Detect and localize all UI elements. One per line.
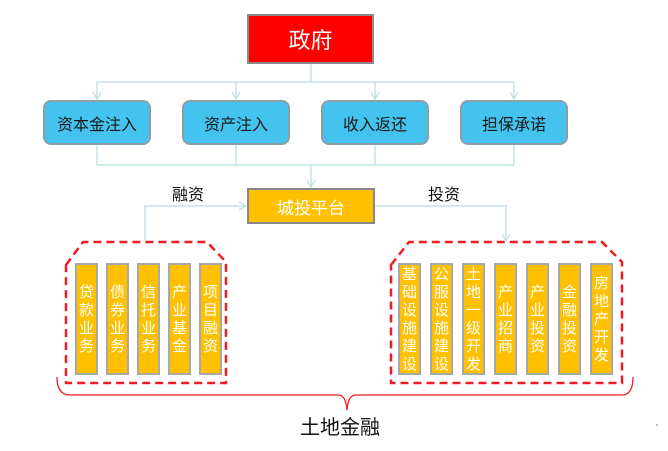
- investment-flow-label: 投资: [428, 185, 461, 204]
- financing-flow-label: 融资: [172, 185, 205, 204]
- investment-item-label: 基础设施建设: [401, 265, 417, 373]
- investment-item-label: 公服设施建设: [433, 265, 449, 373]
- government-node: 政府: [247, 14, 374, 64]
- stray-dot: [656, 424, 658, 426]
- investment-item: 基础设施建设: [398, 263, 421, 375]
- investment-item-label: 金融投资: [561, 283, 577, 355]
- financing-item: 债券业务: [106, 263, 129, 375]
- land-finance-brace: [56, 376, 634, 411]
- financing-item-label: 债券业务: [109, 283, 125, 355]
- mechanism-label: 资本金注入: [56, 114, 137, 134]
- investment-item: 土地一级开发: [462, 263, 485, 375]
- financing-group-outline: [64, 240, 228, 385]
- financing-item-label: 产业基金: [171, 283, 187, 355]
- investment-item-label: 产业投资: [529, 283, 545, 355]
- mechanism-capital-injection: 资本金注入: [43, 100, 151, 145]
- platform-node: 城投平台: [247, 188, 375, 224]
- investment-item-label: 土地一级开发: [465, 265, 481, 373]
- mechanism-guarantee: 担保承诺: [460, 100, 568, 145]
- investment-item-label: 房地产开发: [593, 274, 609, 364]
- financing-item: 项目融资: [199, 263, 222, 375]
- mechanism-label: 收入返还: [342, 114, 407, 134]
- financing-item-label: 贷款业务: [78, 283, 94, 355]
- financing-item-label: 项目融资: [202, 283, 218, 355]
- connector-financing: [144, 201, 248, 240]
- investment-item: 房地产开发: [590, 263, 613, 375]
- mechanism-label: 担保承诺: [481, 114, 546, 134]
- investment-item: 金融投资: [558, 263, 581, 375]
- investment-item-label: 产业招商: [497, 283, 513, 355]
- government-label: 政府: [288, 29, 333, 54]
- mechanism-label: 资产注入: [203, 114, 268, 134]
- investment-item: 公服设施建设: [430, 263, 453, 375]
- investment-item: 产业投资: [526, 263, 549, 375]
- financing-item-label: 信托业务: [140, 283, 156, 355]
- investment-group-outline: [389, 240, 624, 385]
- financing-item: 产业基金: [168, 263, 191, 375]
- financing-item: 贷款业务: [75, 263, 98, 375]
- platform-label: 城投平台: [277, 198, 345, 219]
- mechanism-asset-injection: 资产注入: [182, 100, 290, 145]
- mechanism-revenue-return: 收入返还: [321, 100, 429, 145]
- connector-investment: [375, 205, 511, 243]
- investment-item: 产业招商: [494, 263, 517, 375]
- land-finance-label: 土地金融: [300, 415, 380, 439]
- financing-item: 信托业务: [137, 263, 160, 375]
